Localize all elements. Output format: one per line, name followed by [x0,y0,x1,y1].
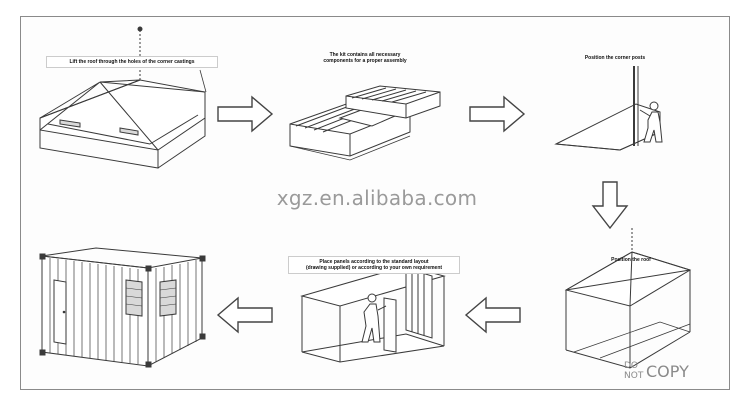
step-6-illustration [39,247,206,368]
step-2-illustration [289,85,441,161]
stamp-line-2: NOT [624,371,644,381]
step-3-illustration [554,66,663,151]
step-4-caption: Position the roof [611,257,651,263]
step-3-caption: Position the corner posts [584,55,646,61]
stamp-line-1: DO [624,361,639,371]
left-arrow-icon [216,296,273,334]
do-not-copy-stamp: DO NOT COPY [624,362,696,384]
right-arrow-icon [217,95,274,133]
left-arrow-icon [464,296,521,334]
step-1-illustration [39,26,207,169]
stamp-line-3: COPY [646,362,689,381]
step-1-caption: Lift the roof through the holes of the c… [46,56,218,68]
step-2-caption: The kit contains all necessary component… [323,52,407,64]
watermark: xgz.en.alibaba.com [276,186,478,210]
right-arrow-icon [469,95,526,133]
down-arrow-icon [591,181,629,230]
step-5-illustration [300,265,446,363]
step-4-illustration [564,228,692,369]
step-5-caption: Place panels according to the standard l… [288,256,460,274]
